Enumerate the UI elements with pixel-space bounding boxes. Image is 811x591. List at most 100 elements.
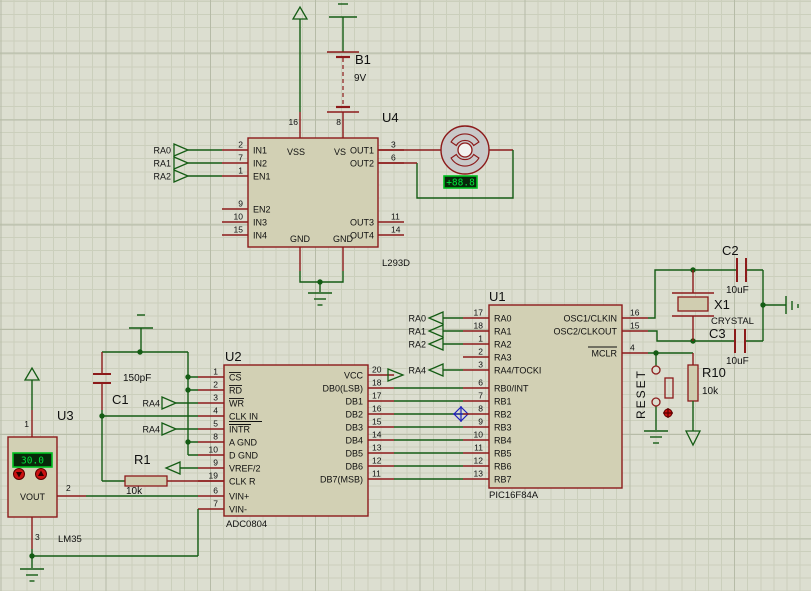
svg-text:18: 18	[372, 378, 382, 388]
svg-text:12: 12	[474, 456, 484, 466]
svg-text:RB7: RB7	[494, 475, 512, 485]
u2-pin-names: CS RD WR CLK IN INTR A GND D GND VREF/2 …	[229, 371, 363, 515]
u1-pin-names: RA0 RA1 RA2 RA3 RA4/TOCKI RB0/INT RB1 RB…	[494, 314, 618, 485]
svg-text:7: 7	[213, 499, 218, 509]
terminal-ra4-intr[interactable]: RA4	[142, 422, 198, 436]
input-terminal-icon	[427, 311, 444, 325]
svg-text:RA4: RA4	[142, 399, 160, 409]
svg-text:8: 8	[478, 404, 483, 414]
u3-ref: U3	[57, 408, 74, 423]
button-click-marker[interactable]	[663, 408, 673, 418]
ground-symbol-reset	[644, 430, 668, 444]
ground-arrow-icon	[684, 430, 702, 447]
capacitor-c3[interactable]: C3 10uF	[709, 326, 749, 367]
crystal-osc-wiring	[648, 267, 786, 344]
r10-value: 10k	[702, 386, 719, 397]
lm35-increment-button[interactable]	[35, 468, 47, 480]
svg-text:RA2: RA2	[153, 172, 171, 182]
lm35-decrement-button[interactable]	[13, 468, 25, 480]
svg-text:VCC: VCC	[344, 371, 364, 381]
u2-ref: U2	[225, 349, 242, 364]
terminal-ra2-l293[interactable]: RA2	[153, 169, 222, 183]
svg-text:11: 11	[391, 212, 400, 222]
svg-text:DB0(LSB): DB0(LSB)	[322, 384, 363, 394]
svg-text:RB3: RB3	[494, 423, 512, 433]
terminal-ra0-pic[interactable]: RA0	[408, 311, 463, 325]
adc-ground-wiring	[102, 349, 198, 456]
reset-button[interactable]: RESET	[634, 365, 674, 419]
svg-text:10: 10	[234, 212, 244, 222]
svg-text:9: 9	[238, 199, 243, 209]
svg-text:D GND: D GND	[229, 451, 259, 461]
svg-text:17: 17	[474, 308, 484, 318]
svg-text:RB6: RB6	[494, 462, 512, 472]
terminal-vref[interactable]	[164, 461, 198, 475]
button-actuator[interactable]	[664, 377, 674, 399]
svg-text:DB6: DB6	[345, 462, 363, 472]
terminal-ra0-l293[interactable]: RA0	[153, 143, 222, 157]
dc-motor[interactable]: +88.8	[378, 125, 514, 199]
resistor-r10[interactable]: R10 10k	[687, 353, 726, 431]
svg-text:VS: VS	[334, 147, 346, 157]
svg-text:12: 12	[372, 456, 382, 466]
svg-text:CS: CS	[229, 373, 242, 383]
svg-text:DB2: DB2	[345, 410, 363, 420]
svg-text:RA1: RA1	[494, 327, 512, 337]
chip-u1-pic16f84a[interactable]: U1 PIC16F84A	[488, 289, 623, 501]
u4-pin-names: IN1 IN2 EN1 EN2 IN3 IN4 VSS VS GND GND O…	[253, 146, 374, 245]
ground-symbol-l293	[299, 271, 344, 306]
terminal-ra1-l293[interactable]: RA1	[153, 156, 222, 170]
motor-shaft	[457, 142, 473, 158]
svg-text:IN2: IN2	[253, 159, 267, 169]
r1-ref: R1	[134, 452, 151, 467]
crystal-x1[interactable]: X1 CRYSTAL	[672, 270, 754, 341]
svg-text:RB4: RB4	[494, 436, 512, 446]
svg-text:7: 7	[238, 153, 243, 163]
svg-text:20: 20	[372, 365, 382, 375]
lm35-output-wiring	[29, 495, 199, 568]
svg-text:15: 15	[630, 321, 640, 331]
u4-pin-numbers: 2 7 1 9 10 15 16 8 3 6 11 14	[234, 117, 401, 235]
svg-text:9: 9	[213, 458, 218, 468]
svg-text:3: 3	[213, 393, 218, 403]
terminal-vcc-adc[interactable]	[387, 368, 405, 382]
terminal-ra4-wr[interactable]: RA4	[142, 396, 198, 410]
terminal-ra4-pic[interactable]: RA4	[408, 363, 463, 377]
battery-b1[interactable]: B1 9V	[327, 51, 371, 138]
svg-text:16: 16	[289, 117, 299, 127]
svg-text:EN2: EN2	[253, 205, 271, 215]
capacitor-c2[interactable]: C2 10uF	[722, 243, 749, 296]
terminal-ra1-pic[interactable]: RA1	[408, 324, 463, 338]
chip-u4-l293d[interactable]: U4 L293D	[247, 110, 410, 269]
svg-text:18: 18	[474, 321, 484, 331]
sensor-u3-lm35[interactable]: U3 30.0 VOUT LM35 1 2 3	[7, 408, 82, 545]
motor-speed-value: +88.8	[446, 178, 475, 189]
svg-text:CLK R: CLK R	[229, 477, 256, 487]
svg-text:IN1: IN1	[253, 146, 267, 156]
svg-text:RA0: RA0	[153, 146, 171, 156]
svg-text:OSC2/CLKOUT: OSC2/CLKOUT	[553, 327, 617, 337]
svg-text:EN1: EN1	[253, 172, 271, 182]
lm35-display-value: 30.0	[21, 456, 44, 467]
svg-text:RB5: RB5	[494, 449, 512, 459]
svg-text:IN4: IN4	[253, 231, 267, 241]
ground-symbol-c1	[129, 314, 153, 352]
c2-value: 10uF	[726, 285, 749, 296]
svg-text:19: 19	[209, 471, 219, 481]
input-terminal-icon	[161, 422, 178, 436]
capacitor-c1[interactable]: 150pF C1	[93, 352, 151, 410]
terminal-ra2-pic[interactable]: RA2	[408, 337, 463, 351]
chip-u2-adc0804[interactable]: U2 ADC0804	[223, 349, 369, 530]
svg-text:7: 7	[478, 391, 483, 401]
svg-text:3: 3	[391, 140, 396, 150]
svg-text:RA4/TOCKI: RA4/TOCKI	[494, 366, 541, 376]
ground-terminal-r10	[684, 430, 702, 447]
input-terminal-icon	[164, 461, 181, 475]
power-terminal-top	[291, 5, 309, 138]
svg-text:CLK IN: CLK IN	[229, 412, 258, 422]
reset-label: RESET	[634, 369, 648, 419]
r1-value: 10k	[126, 486, 143, 497]
svg-text:6: 6	[391, 153, 396, 163]
svg-text:11: 11	[372, 469, 381, 479]
